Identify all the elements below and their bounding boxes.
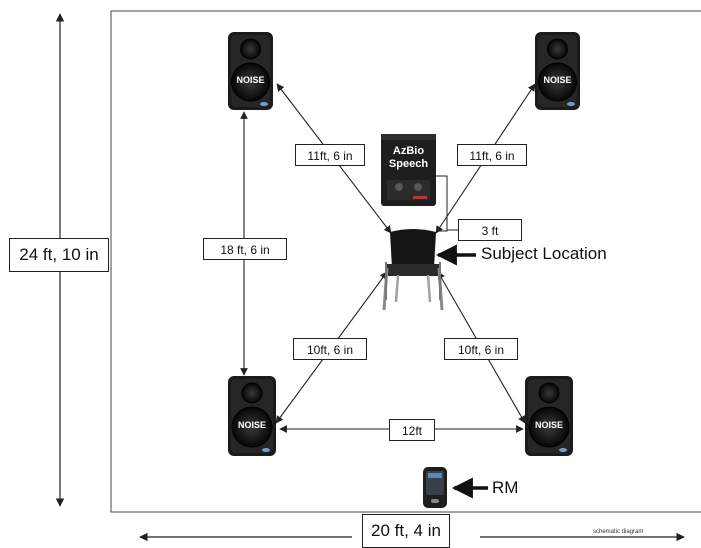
room-boundary: [110, 10, 701, 513]
noise-speaker-bottom-right: [525, 376, 573, 456]
distance-label-bottom-horizontal: 12ft: [389, 419, 435, 441]
speech-label-line1: AzBio: [392, 145, 425, 157]
distance-label-top-right: 11ft, 6 in: [457, 144, 527, 166]
noise-label-top-right: NOISE: [543, 75, 572, 85]
room-width-label: 20 ft, 4 in: [362, 514, 450, 548]
distance-label-bottom-left: 10ft, 6 in: [293, 338, 367, 360]
speech-subject-bracket: [436, 175, 448, 232]
rm-label: RM: [492, 478, 519, 497]
subject-location-label: Subject Location: [481, 244, 607, 263]
noise-speaker-top-left: [228, 32, 273, 110]
noise-label-bottom-left: NOISE: [237, 420, 266, 430]
subject-chair-icon: [382, 229, 444, 311]
noise-label-bottom-right: NOISE: [534, 420, 563, 430]
noise-label-top-left: NOISE: [236, 75, 265, 85]
speech-label-line2: Speech: [388, 158, 429, 170]
distance-label-top-left: 11ft, 6 in: [295, 144, 365, 166]
schematic-caption: schematic diagram: [593, 529, 644, 535]
noise-speaker-bottom-left: [228, 376, 276, 456]
distance-label-left-vertical: 18 ft, 6 in: [203, 238, 287, 260]
rm-device-icon: [423, 467, 447, 508]
room-height-label: 24 ft, 10 in: [9, 238, 109, 272]
speech-speaker: [381, 134, 436, 206]
distance-label-bottom-right: 10ft, 6 in: [444, 338, 518, 360]
distance-label-speech-subject: 3 ft: [458, 219, 522, 241]
noise-speaker-top-right: [535, 32, 580, 110]
